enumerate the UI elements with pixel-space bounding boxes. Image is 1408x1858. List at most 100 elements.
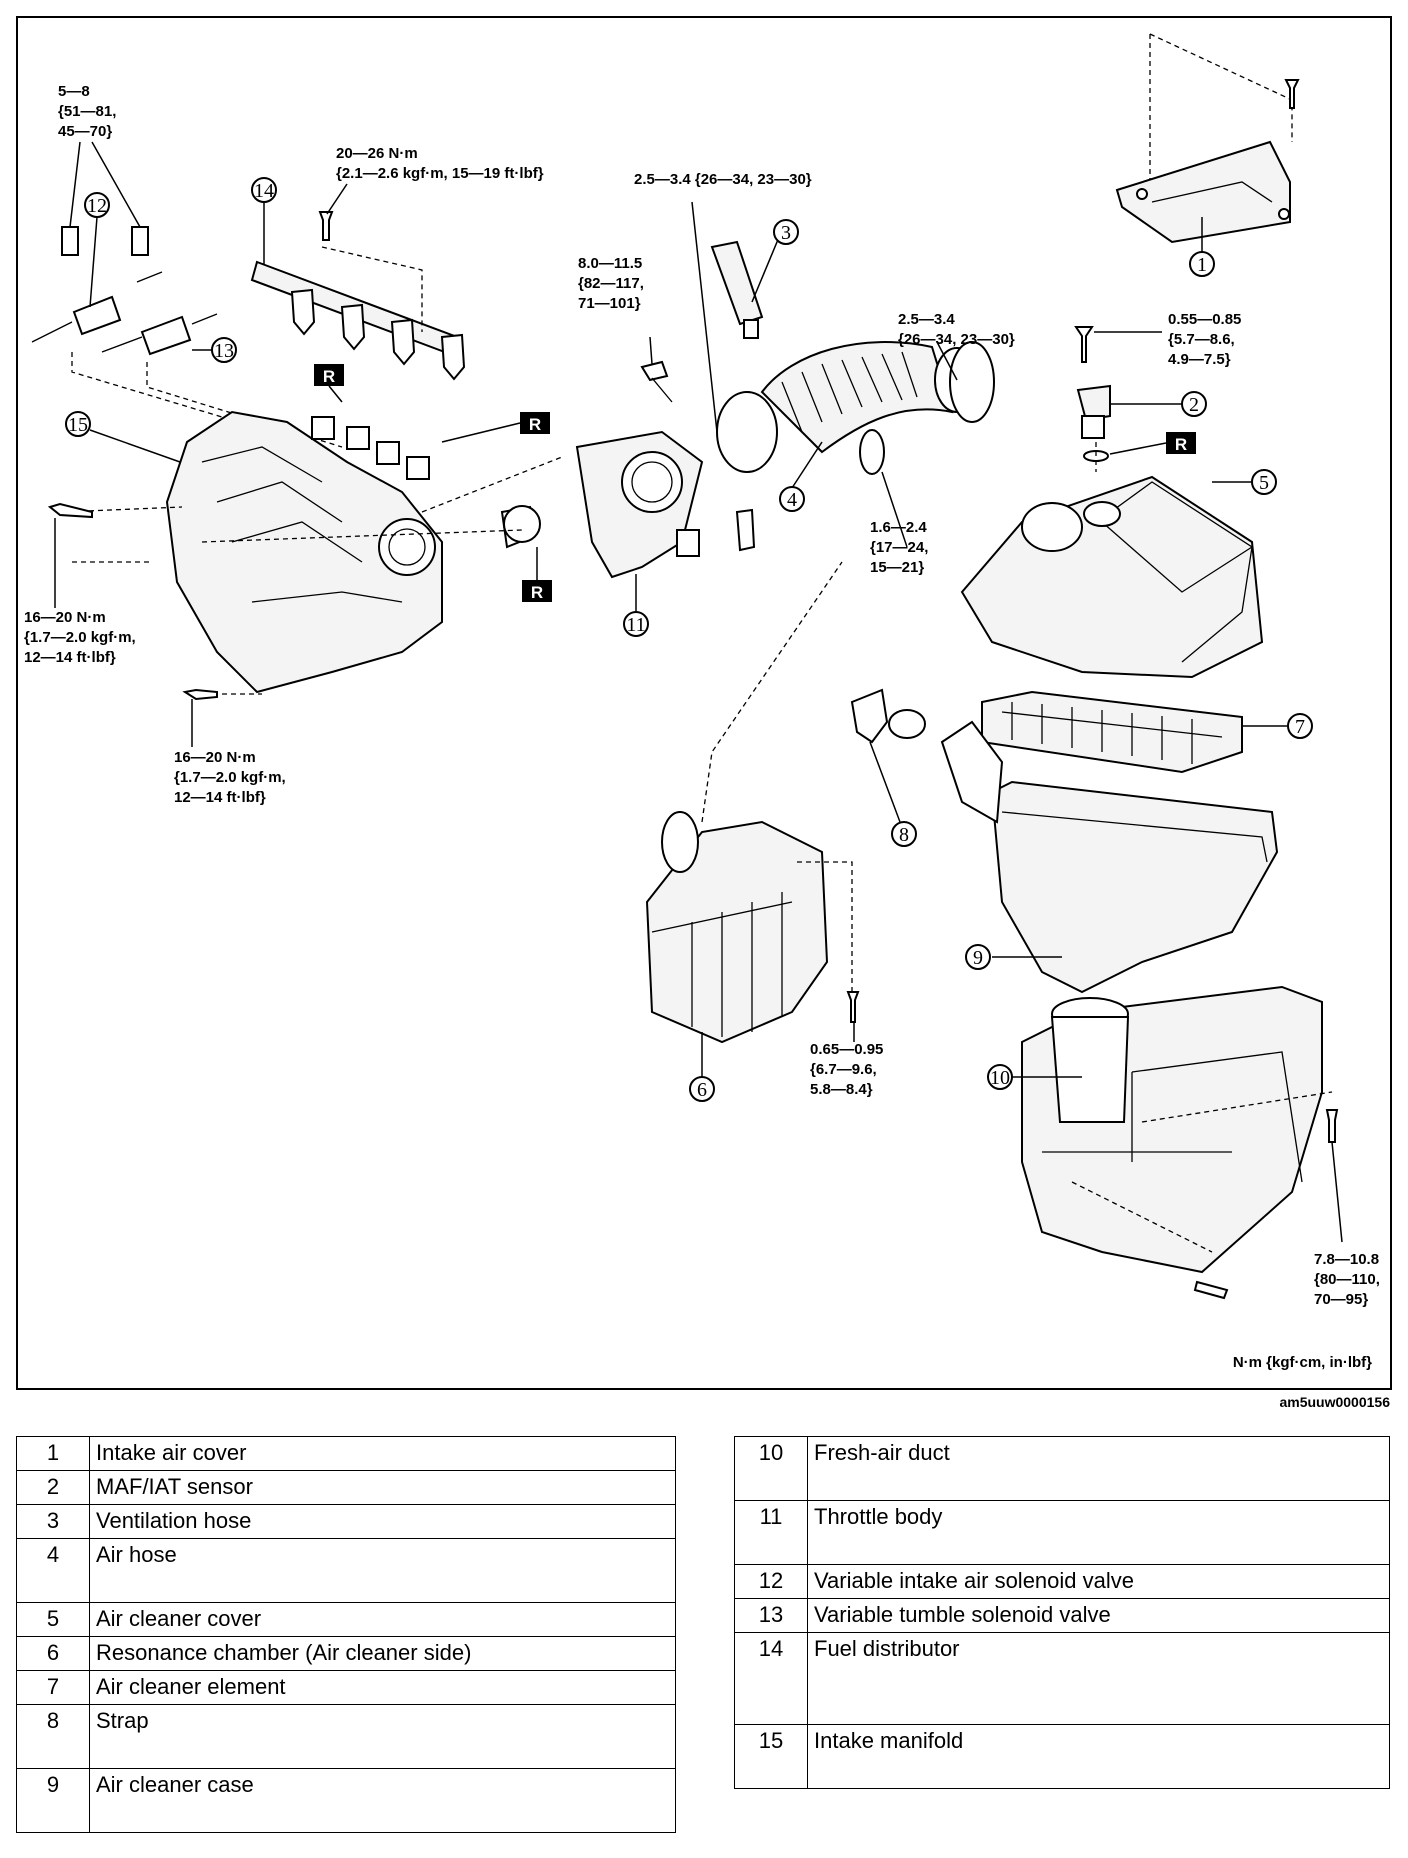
variable-intake-solenoid-part (31, 216, 273, 433)
svg-text:{2.1—2.6 kgf·m, 15—19 ft·lbf}: {2.1—2.6 kgf·m, 15—19 ft·lbf} (336, 165, 544, 182)
svg-text:1.6—2.4: 1.6—2.4 (870, 519, 927, 536)
svg-text:3: 3 (781, 222, 791, 244)
units-caption: N·m {kgf·cm, in·lbf} (1233, 1354, 1372, 1371)
svg-text:{80—110,: {80—110, (1314, 1271, 1380, 1288)
torque-label-part-4-top: 2.5—3.4 {26—34, 23—30} (634, 171, 812, 188)
legend-part-name: Resonance chamber (Air cleaner side) (89, 1636, 676, 1671)
svg-text:70—95}: 70—95} (1314, 1291, 1368, 1308)
callout-6: 6 (689, 1076, 715, 1102)
maf-iat-sensor-part (1074, 326, 1182, 472)
replace-mark-4: R (1109, 432, 1196, 455)
svg-text:R: R (323, 367, 335, 386)
fuel-distributor-part (250, 202, 466, 381)
strap-part (850, 688, 926, 823)
air-cleaner-element-part (981, 690, 1287, 774)
svg-text:8: 8 (899, 824, 909, 846)
svg-text:4: 4 (787, 489, 797, 511)
legend-part-name: Air cleaner case (89, 1768, 676, 1833)
svg-text:{26—34, 23—30}: {26—34, 23—30} (898, 331, 1015, 348)
legend-number: 1 (16, 1436, 90, 1471)
callout-2: 2 (1181, 391, 1207, 417)
svg-text:2: 2 (1189, 394, 1199, 416)
svg-text:0.55—0.85: 0.55—0.85 (1168, 311, 1241, 328)
svg-text:12—14 ft·lbf}: 12—14 ft·lbf} (174, 789, 266, 806)
svg-text:15—21}: 15—21} (870, 559, 924, 576)
callout-3: 3 (773, 219, 799, 245)
svg-text:12: 12 (87, 195, 107, 217)
air-hose-part (691, 201, 995, 548)
svg-text:{17—24,: {17—24, (870, 539, 928, 556)
air-cleaner-case-part (940, 720, 1279, 994)
legend-part-name: Variable tumble solenoid valve (807, 1598, 1390, 1633)
callout-13: 13 (211, 337, 237, 363)
legend-number: 4 (16, 1538, 90, 1603)
legend-number: 3 (16, 1504, 90, 1539)
svg-text:{1.7—2.0 kgf·m,: {1.7—2.0 kgf·m, (24, 629, 136, 646)
diagram-frame: R R R R 1 2 3 4 5 6 7 8 9 10 11 12 13 14… (16, 16, 1392, 1390)
svg-text:16—20 N·m: 16—20 N·m (174, 749, 256, 766)
callout-4: 4 (779, 486, 805, 512)
intake-manifold-part (47, 410, 563, 747)
legend-number: 10 (734, 1436, 808, 1501)
torque-label-hose-clamp: 1.6—2.4 {17—24, 15—21} (870, 519, 928, 576)
variable-tumble-solenoid-part (101, 313, 343, 448)
svg-text:4.9—7.5}: 4.9—7.5} (1168, 351, 1231, 368)
svg-text:7: 7 (1295, 716, 1305, 738)
torque-label-part-10: 7.8—10.8 {80—110, 70—95} (1314, 1251, 1380, 1308)
legend-part-name: Air hose (89, 1538, 676, 1603)
svg-text:8.0—11.5: 8.0—11.5 (578, 255, 642, 272)
svg-text:R: R (531, 583, 543, 602)
resonance-chamber-part (645, 561, 860, 1077)
svg-text:{51—81,: {51—81, (58, 103, 116, 120)
torque-label-part-15-b: 16—20 N·m {1.7—2.0 kgf·m, 12—14 ft·lbf} (174, 749, 286, 806)
svg-text:11: 11 (626, 614, 645, 636)
legend-number: 2 (16, 1470, 90, 1505)
legend-number: 6 (16, 1636, 90, 1671)
svg-text:71—101}: 71—101} (578, 295, 641, 312)
svg-text:R: R (529, 415, 541, 434)
legend-part-name: MAF/IAT sensor (89, 1470, 676, 1505)
legend-part-name: Fresh-air duct (807, 1436, 1390, 1501)
callout-11: 11 (623, 611, 649, 637)
legend-part-name: Fuel distributor (807, 1632, 1390, 1725)
throttle-body-part (575, 336, 756, 612)
legend-number: 15 (734, 1724, 808, 1789)
svg-text:13: 13 (214, 340, 234, 362)
callout-12: 12 (84, 192, 110, 218)
svg-text:5.8—8.4}: 5.8—8.4} (810, 1081, 873, 1098)
legend-part-name: Variable intake air solenoid valve (807, 1564, 1390, 1599)
svg-text:14: 14 (254, 180, 274, 202)
svg-text:15: 15 (68, 414, 88, 436)
legend-part-name: Air cleaner cover (89, 1602, 676, 1637)
intake-air-cover-part (1115, 33, 1300, 252)
torque-label-clamp: 2.5—3.4 {26—34, 23—30} (898, 311, 1015, 348)
svg-text:16—20 N·m: 16—20 N·m (24, 609, 106, 626)
callout-9: 9 (965, 944, 991, 970)
svg-text:{1.7—2.0 kgf·m,: {1.7—2.0 kgf·m, (174, 769, 286, 786)
svg-text:6: 6 (697, 1079, 707, 1101)
svg-text:5: 5 (1259, 472, 1269, 494)
replace-mark-2: R (441, 412, 550, 443)
legend-number: 7 (16, 1670, 90, 1705)
svg-text:{82—117,: {82—117, (578, 275, 644, 292)
legend-number: 13 (734, 1598, 808, 1633)
svg-text:12—14 ft·lbf}: 12—14 ft·lbf} (24, 649, 116, 666)
svg-text:20—26 N·m: 20—26 N·m (336, 145, 418, 162)
svg-text:1: 1 (1197, 254, 1207, 276)
svg-text:2.5—3.4: 2.5—3.4 (898, 311, 955, 328)
callout-14: 14 (251, 177, 277, 203)
callout-1: 1 (1189, 251, 1215, 277)
svg-text:10: 10 (990, 1067, 1010, 1089)
